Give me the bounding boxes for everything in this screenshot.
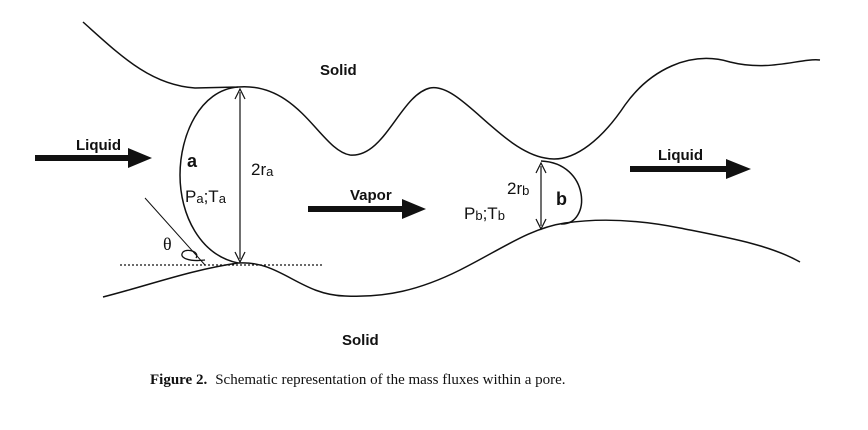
contact-angle-arc [181, 249, 206, 262]
figure-caption: Figure 2.Schematic representation of the… [150, 372, 566, 388]
liquid-left-arrow [35, 148, 152, 168]
bottom-solid-wall [102, 219, 801, 298]
liquid-right-label: Liquid [658, 147, 703, 164]
solid-bottom-label: Solid [342, 332, 379, 349]
liquid-right-arrow [630, 159, 751, 179]
theta-label: θ [163, 234, 172, 254]
radius-a-label: 2ra [251, 160, 274, 179]
state-a-label: Pa;Ta [185, 187, 227, 206]
solid-top-label: Solid [320, 62, 357, 79]
vapor-arrow [308, 199, 426, 219]
liquid-left-label: Liquid [76, 137, 121, 154]
vapor-label: Vapor [350, 187, 392, 204]
meniscus-b-label: b [556, 189, 567, 209]
top-solid-wall [82, 21, 821, 160]
meniscus-a-label: a [187, 151, 198, 171]
meniscus-a [179, 86, 239, 264]
radius-b-dimension [535, 161, 547, 231]
meniscus-b [540, 160, 583, 225]
contact-tangent-line [144, 197, 206, 266]
radius-b-label: 2rb [507, 179, 529, 198]
radius-a-dimension [234, 87, 246, 264]
state-b-label: Pb;Tb [464, 204, 505, 223]
